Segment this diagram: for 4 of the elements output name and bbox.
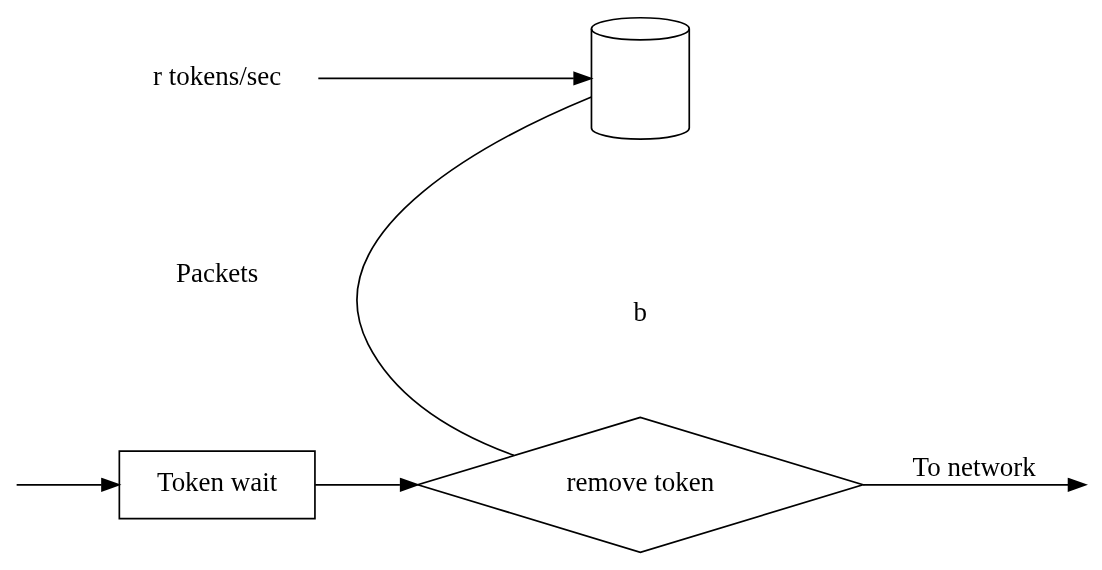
node-text: r tokens/sec [153,60,282,91]
edge-label: To network [912,452,1036,483]
label: Packets [175,258,259,289]
label: b [633,296,648,327]
